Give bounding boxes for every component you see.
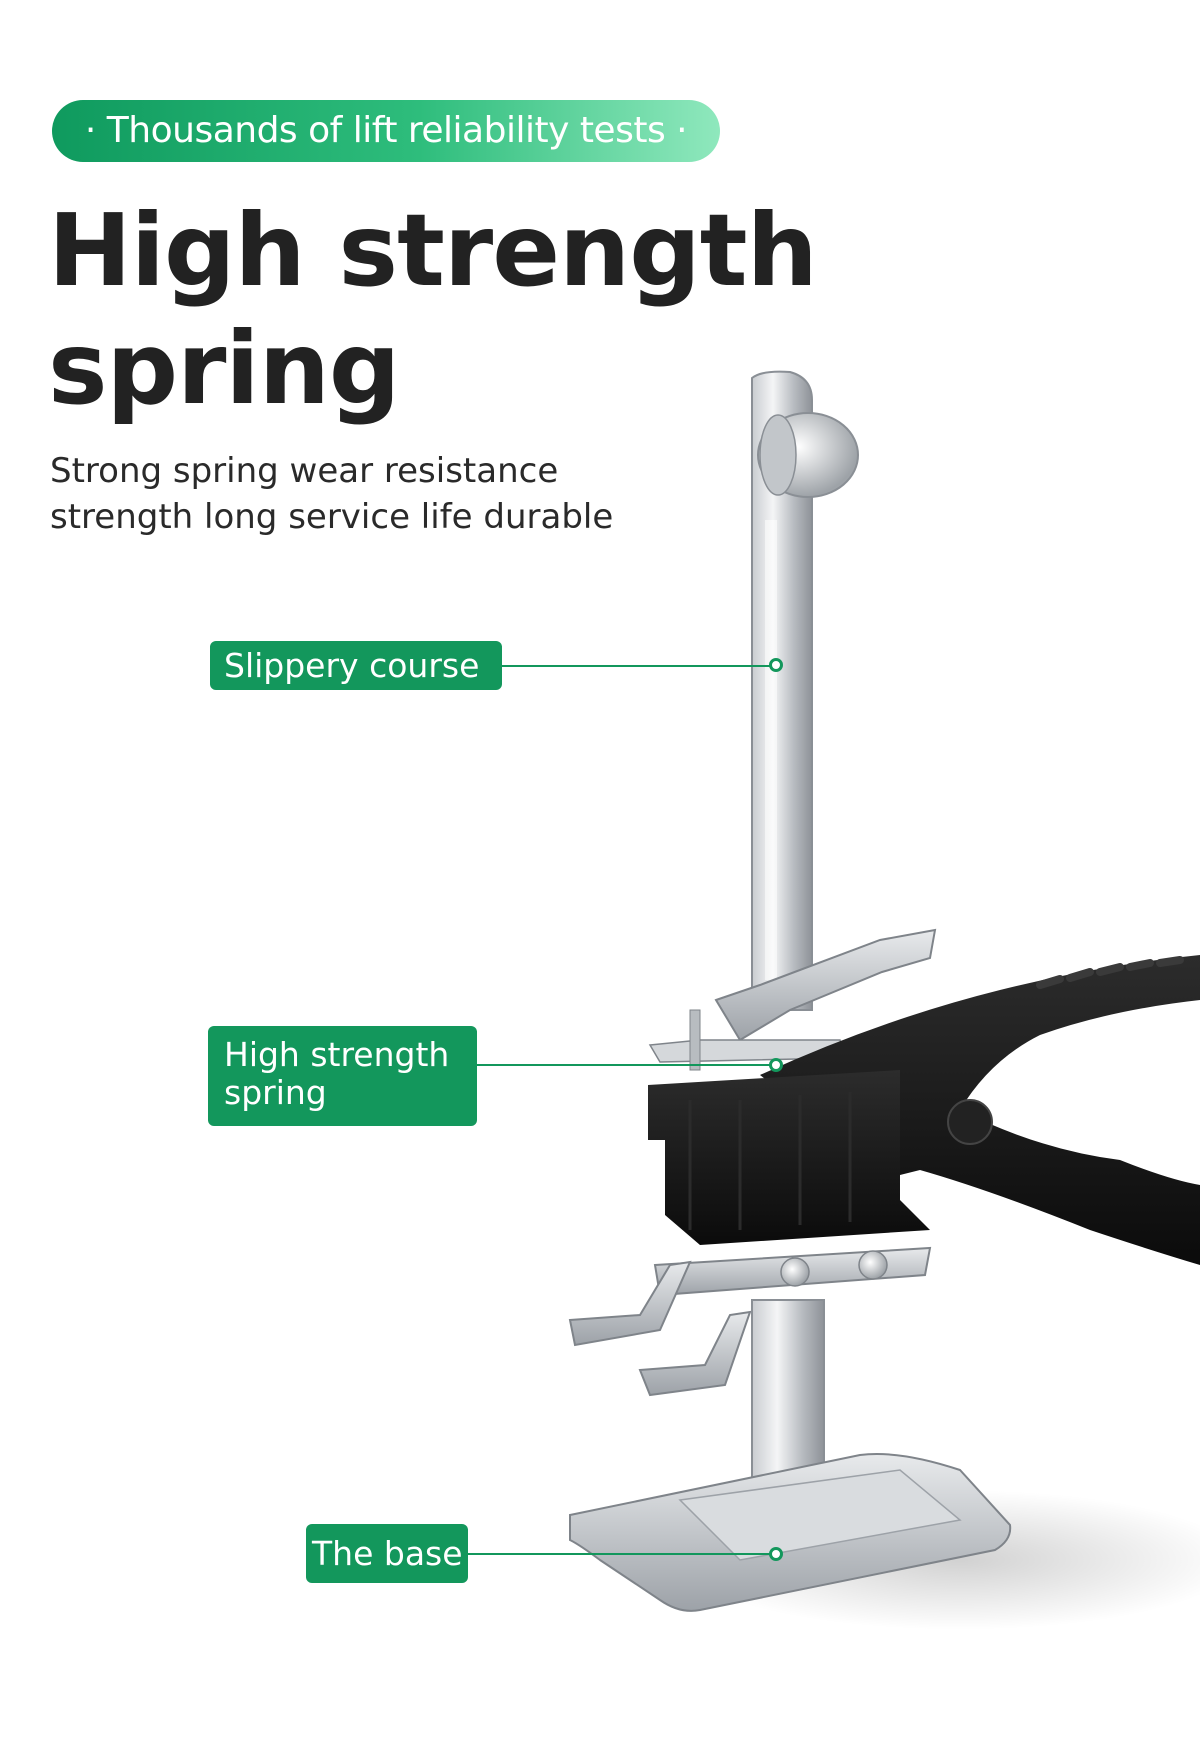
callout-leader-line	[502, 665, 770, 667]
page-title: High strength spring	[48, 192, 818, 428]
feature-badge: · Thousands of lift reliability tests ·	[52, 100, 720, 162]
callout-label-line-1: High strength	[224, 1035, 450, 1074]
title-line-1: High strength	[48, 192, 818, 309]
subtitle-line-2: strength long service life durable	[50, 497, 614, 537]
callout-label-line-2: spring	[224, 1073, 327, 1112]
callout-slippery-course: Slippery course	[210, 641, 502, 690]
callout-leader-line	[468, 1553, 770, 1555]
callout-marker-dot	[769, 1058, 783, 1072]
callout-high-strength-spring: High strength spring	[208, 1026, 477, 1126]
subtitle-line-1: Strong spring wear resistance	[50, 451, 559, 491]
callout-marker-dot	[769, 658, 783, 672]
subtitle: Strong spring wear resistance strength l…	[50, 448, 613, 540]
callout-leader-line	[477, 1064, 770, 1066]
callout-marker-dot	[769, 1547, 783, 1561]
title-line-2: spring	[48, 310, 400, 427]
callout-the-base: The base	[306, 1524, 468, 1583]
